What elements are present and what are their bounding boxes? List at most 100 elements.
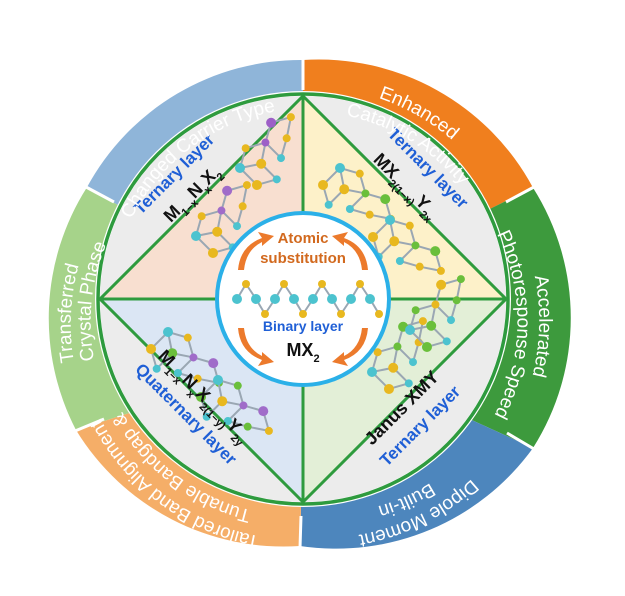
atom — [411, 306, 420, 315]
atom — [409, 358, 418, 367]
atom — [152, 364, 161, 373]
atom — [242, 181, 251, 190]
atom — [217, 206, 226, 215]
atom — [241, 144, 250, 153]
metal-atom — [232, 294, 242, 304]
atom — [368, 231, 379, 242]
chalcogen-atom — [337, 310, 345, 318]
inner-green-ring — [96, 92, 510, 506]
atom — [196, 391, 207, 402]
atom — [223, 417, 232, 426]
atom — [217, 396, 228, 407]
atom — [173, 369, 182, 378]
chalcogen-atom — [318, 280, 326, 288]
atom — [208, 358, 219, 369]
center-label-substitution: substitution — [260, 250, 346, 267]
atom — [243, 422, 252, 431]
atom — [373, 348, 382, 357]
atom — [405, 325, 415, 335]
atom — [380, 194, 391, 205]
center-circle — [215, 211, 391, 387]
atom — [389, 236, 400, 247]
atom — [251, 179, 262, 190]
center-formula: MX2 — [286, 340, 319, 365]
atom — [189, 353, 198, 362]
atom — [436, 266, 445, 275]
metal-atom — [251, 294, 261, 304]
atom — [355, 169, 364, 178]
chalcogen-atom — [280, 280, 288, 288]
atom — [436, 279, 447, 290]
atom — [452, 296, 461, 305]
atom — [261, 138, 270, 147]
atom — [235, 163, 245, 173]
chalcogen-atom — [242, 280, 250, 288]
center-label-atomic: Atomic — [278, 230, 329, 247]
atom — [233, 381, 242, 390]
metal-atom — [365, 294, 375, 304]
atom — [272, 175, 281, 184]
metal-atom — [270, 294, 280, 304]
atom — [404, 379, 413, 388]
atom — [191, 231, 201, 241]
binary-chain-molecule — [232, 280, 383, 318]
atom — [430, 246, 441, 257]
ring-separators — [74, 58, 535, 549]
atom — [222, 185, 233, 196]
metal-atom — [346, 294, 356, 304]
atom — [146, 343, 157, 354]
atom — [418, 317, 427, 326]
arrow-top-left-icon — [238, 232, 274, 270]
atom — [286, 113, 295, 122]
atom — [367, 367, 377, 377]
atom — [383, 383, 394, 394]
atom — [167, 348, 178, 359]
atom — [213, 375, 223, 385]
atom — [193, 374, 202, 383]
atom — [207, 247, 218, 258]
arrow-bottom-left-icon — [238, 328, 274, 366]
atom — [277, 154, 286, 163]
atom — [197, 212, 206, 221]
atom — [258, 406, 269, 417]
atom — [405, 221, 414, 230]
atom — [431, 300, 440, 309]
atom — [212, 226, 223, 237]
atom — [426, 320, 437, 331]
atom — [393, 342, 402, 351]
atom — [233, 222, 242, 231]
chalcogen-atom — [299, 310, 307, 318]
metal-atom — [308, 294, 318, 304]
atom — [442, 337, 451, 346]
chalcogen-atom — [356, 280, 364, 288]
atom — [256, 158, 267, 169]
atom — [183, 333, 192, 342]
atom — [264, 426, 273, 435]
atom — [345, 205, 354, 214]
atom — [163, 327, 173, 337]
metal-atom — [289, 294, 299, 304]
atom — [395, 257, 404, 266]
atom — [239, 401, 248, 410]
atom — [421, 341, 432, 352]
atom — [238, 202, 247, 211]
atom — [266, 117, 277, 128]
substitution-arrows — [238, 232, 368, 366]
atom — [385, 215, 395, 225]
atom — [335, 163, 345, 173]
atom — [361, 189, 370, 198]
atom — [456, 275, 465, 284]
atom — [415, 262, 424, 271]
atom — [324, 200, 333, 209]
atom — [365, 210, 374, 219]
atom — [282, 134, 291, 143]
atom — [202, 412, 211, 421]
atom — [318, 179, 329, 190]
center-label-binary-layer: Binary layer — [263, 318, 344, 334]
atom — [447, 316, 456, 325]
atom — [339, 184, 350, 195]
metal-atom — [327, 294, 337, 304]
arrow-top-right-icon — [332, 232, 368, 270]
chalcogen-atom — [375, 310, 383, 318]
